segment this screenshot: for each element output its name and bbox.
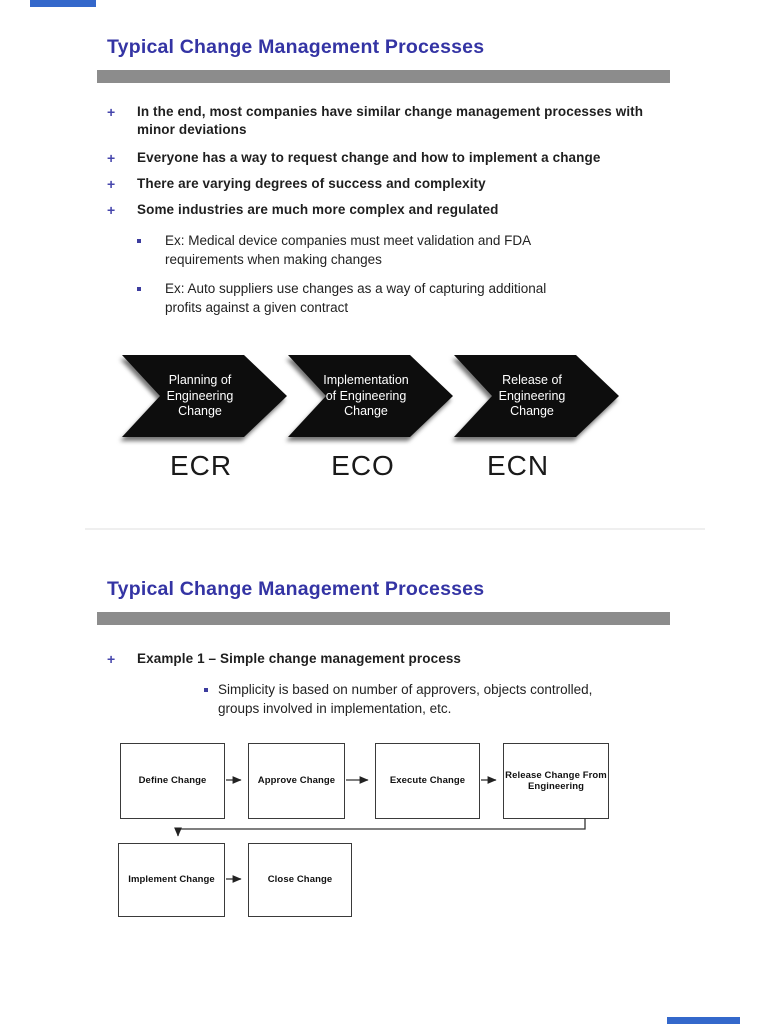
bullet-text: In the end, most companies have similar … [137,104,644,137]
slide2-title: Typical Change Management Processes [107,578,485,600]
flowchart-box-release-change: Release Change From Engineering [503,743,609,819]
flowchart-box-define-change: Define Change [120,743,225,819]
chevron-arrow-shape [454,355,619,437]
sub-bullet-item: Simplicity is based on number of approve… [204,680,674,718]
bullet-item: + In the end, most companies have simila… [107,103,692,139]
slide2-title-underline-bar [97,612,670,625]
chevron-arrow-shape [122,355,287,437]
plus-bullet-marker: + [107,104,116,120]
plus-bullet-marker: + [107,651,116,667]
slide1-title-underline-bar [97,70,670,83]
process-chevron-implementation: Implementation of Engineering Change [288,355,453,437]
process-code-ecn: ECN [486,450,550,481]
slide-separator-line [85,528,705,530]
bullet-text: There are varying degrees of success and… [137,176,486,191]
chevron-arrow-shape [288,355,453,437]
process-chevron-release: Release of Engineering Change [454,355,619,437]
bullet-text: Example 1 – Simple change management pro… [137,651,462,666]
square-bullet-marker [137,287,141,291]
adjacent-page-edge-top [30,0,96,7]
adjacent-page-edge-bottom [667,1017,740,1024]
sub-bullet-item: Ex: Medical device companies must meet v… [137,231,692,269]
process-chevron-planning: Planning of Engineering Change [122,355,287,437]
plus-bullet-marker: + [107,150,116,166]
bullet-item: + Example 1 – Simple change management p… [107,650,677,668]
bullet-item: + Some industries are much more complex … [107,201,692,219]
chevron-label: Implementation of Engineering Change [323,372,409,418]
bullet-text: Some industries are much more complex an… [137,202,499,217]
sub-bullet-text: Ex: Medical device companies must meet v… [165,233,532,267]
process-chevron-band: Planning of Engineering Change Implement… [0,355,768,437]
plus-bullet-marker: + [107,202,116,218]
flowchart-box-execute-change: Execute Change [375,743,480,819]
bullet-item: + There are varying degrees of success a… [107,175,692,193]
sub-bullet-item: Ex: Auto suppliers use changes as a way … [137,279,692,317]
sub-bullet-text: Simplicity is based on number of approve… [218,682,593,716]
bullet-text: Everyone has a way to request change and… [137,150,601,165]
square-bullet-marker [137,239,141,243]
flowchart-box-approve-change: Approve Change [248,743,345,819]
slide1-title: Typical Change Management Processes [107,36,485,58]
bullet-item: + Everyone has a way to request change a… [107,149,692,167]
process-code-ecr: ECR [169,450,233,481]
chevron-label: Planning of Engineering Change [166,372,234,418]
flowchart-box-close-change: Close Change [248,843,352,917]
process-code-eco: ECO [331,450,395,481]
flowchart-box-implement-change: Implement Change [118,843,225,917]
chevron-label: Release of Engineering Change [498,372,566,418]
slide1-bullet-list: + In the end, most companies have simila… [107,103,692,317]
plus-bullet-marker: + [107,176,116,192]
square-bullet-marker [204,688,208,692]
sub-bullet-text: Ex: Auto suppliers use changes as a way … [165,281,547,315]
